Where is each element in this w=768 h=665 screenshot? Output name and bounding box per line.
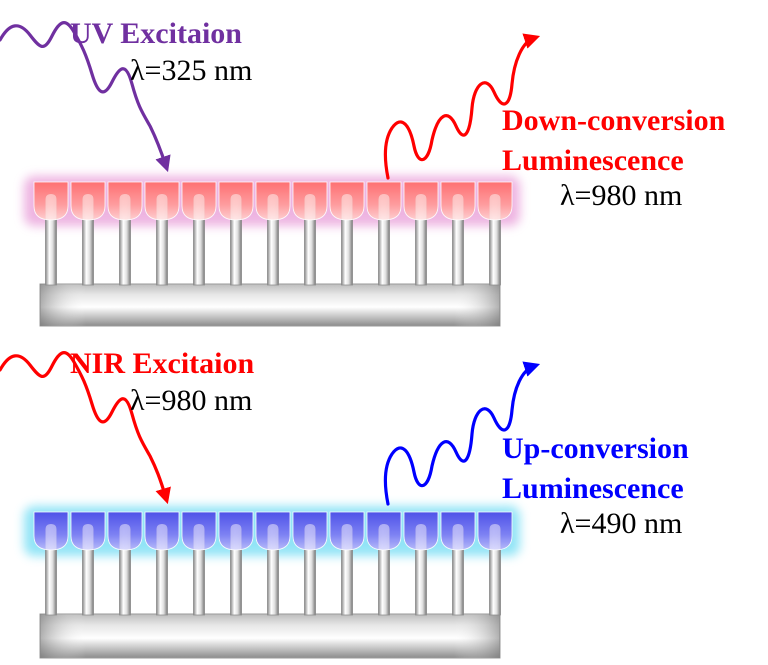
bottom-phosphor-cap	[440, 511, 476, 551]
bottom-nanorod-tip	[193, 524, 205, 550]
bottom-phosphor-cap	[181, 511, 217, 551]
top-phosphor-cap	[477, 181, 513, 221]
bottom-nanorod-tip	[267, 524, 279, 550]
top-nanorod-tip	[267, 194, 279, 220]
top-nanorod-tip	[156, 194, 168, 220]
down-conversion-title-line1: Down-conversion	[502, 104, 726, 137]
bottom-panel: NIR Excitaion λ=980 nm Up-conversion Lum…	[0, 347, 689, 659]
bottom-phosphor-cap	[33, 511, 69, 551]
top-phosphor-cap	[403, 181, 439, 221]
top-nanorod-array	[33, 181, 513, 286]
top-phosphor-cap	[33, 181, 69, 221]
bottom-nanorod-tip	[378, 524, 390, 550]
top-phosphor-cap	[329, 181, 365, 221]
bottom-nanorod-tip	[82, 524, 94, 550]
top-nanorod-tip	[193, 194, 205, 220]
top-phosphor-cap	[440, 181, 476, 221]
top-nanorod-tip	[452, 194, 464, 220]
bottom-nanorod-tip	[341, 524, 353, 550]
top-nanorod-tip	[304, 194, 316, 220]
top-phosphor-cap	[181, 181, 217, 221]
bottom-nanorod-tip	[304, 524, 316, 550]
top-phosphor-cap	[366, 181, 402, 221]
bottom-nanorod-tip	[156, 524, 168, 550]
top-phosphor-cap	[255, 181, 291, 221]
bottom-phosphor-cap	[70, 511, 106, 551]
top-phosphor-cap	[144, 181, 180, 221]
nir-excitation-wavelength: λ=980 nm	[130, 384, 252, 417]
bottom-phosphor-cap	[107, 511, 143, 551]
down-conversion-emission-wave	[383, 33, 541, 180]
bottom-phosphor-cap	[403, 511, 439, 551]
down-conversion-title-line2: Luminescence	[502, 144, 684, 177]
bottom-nanorod-tip	[415, 524, 427, 550]
top-phosphor-cap	[292, 181, 328, 221]
bottom-phosphor-cap	[218, 511, 254, 551]
top-phosphor-cap	[70, 181, 106, 221]
bottom-nanorod-tip	[489, 524, 501, 550]
bottom-phosphor-cap	[366, 511, 402, 551]
top-substrate	[39, 283, 501, 327]
top-nanorod-tip	[45, 194, 57, 220]
bottom-nanorod-array	[33, 511, 513, 616]
up-conversion-title-line1: Up-conversion	[502, 432, 689, 465]
top-panel: UV Excitaion λ=325 nm Down-conversion Lu…	[0, 17, 726, 327]
nir-excitation-title: NIR Excitaion	[70, 347, 254, 380]
bottom-nanorod-tip	[230, 524, 242, 550]
uv-excitation-wavelength: λ=325 nm	[130, 54, 252, 87]
up-conversion-emission-wave	[383, 361, 541, 506]
top-nanorod-tip	[341, 194, 353, 220]
bottom-phosphor-cap	[144, 511, 180, 551]
bottom-nanorod-tip	[119, 524, 131, 550]
top-nanorod-tip	[119, 194, 131, 220]
top-nanorod-tip	[82, 194, 94, 220]
top-phosphor-cap	[107, 181, 143, 221]
bottom-phosphor-cap	[329, 511, 365, 551]
up-conversion-title-line2: Luminescence	[502, 472, 684, 505]
bottom-phosphor-cap	[292, 511, 328, 551]
down-conversion-wavelength: λ=980 nm	[560, 179, 682, 212]
bottom-nanorod-tip	[452, 524, 464, 550]
bottom-phosphor-cap	[477, 511, 513, 551]
bottom-substrate	[39, 613, 501, 659]
uv-excitation-title: UV Excitaion	[70, 17, 242, 50]
top-nanorod-tip	[415, 194, 427, 220]
uv-excitation-wave	[0, 21, 171, 173]
bottom-phosphor-cap	[255, 511, 291, 551]
bottom-nanorod-tip	[45, 524, 57, 550]
top-nanorod-tip	[489, 194, 501, 220]
top-nanorod-tip	[378, 194, 390, 220]
up-conversion-wavelength: λ=490 nm	[560, 507, 682, 540]
nir-excitation-wave	[0, 351, 171, 505]
top-nanorod-tip	[230, 194, 242, 220]
top-phosphor-cap	[218, 181, 254, 221]
